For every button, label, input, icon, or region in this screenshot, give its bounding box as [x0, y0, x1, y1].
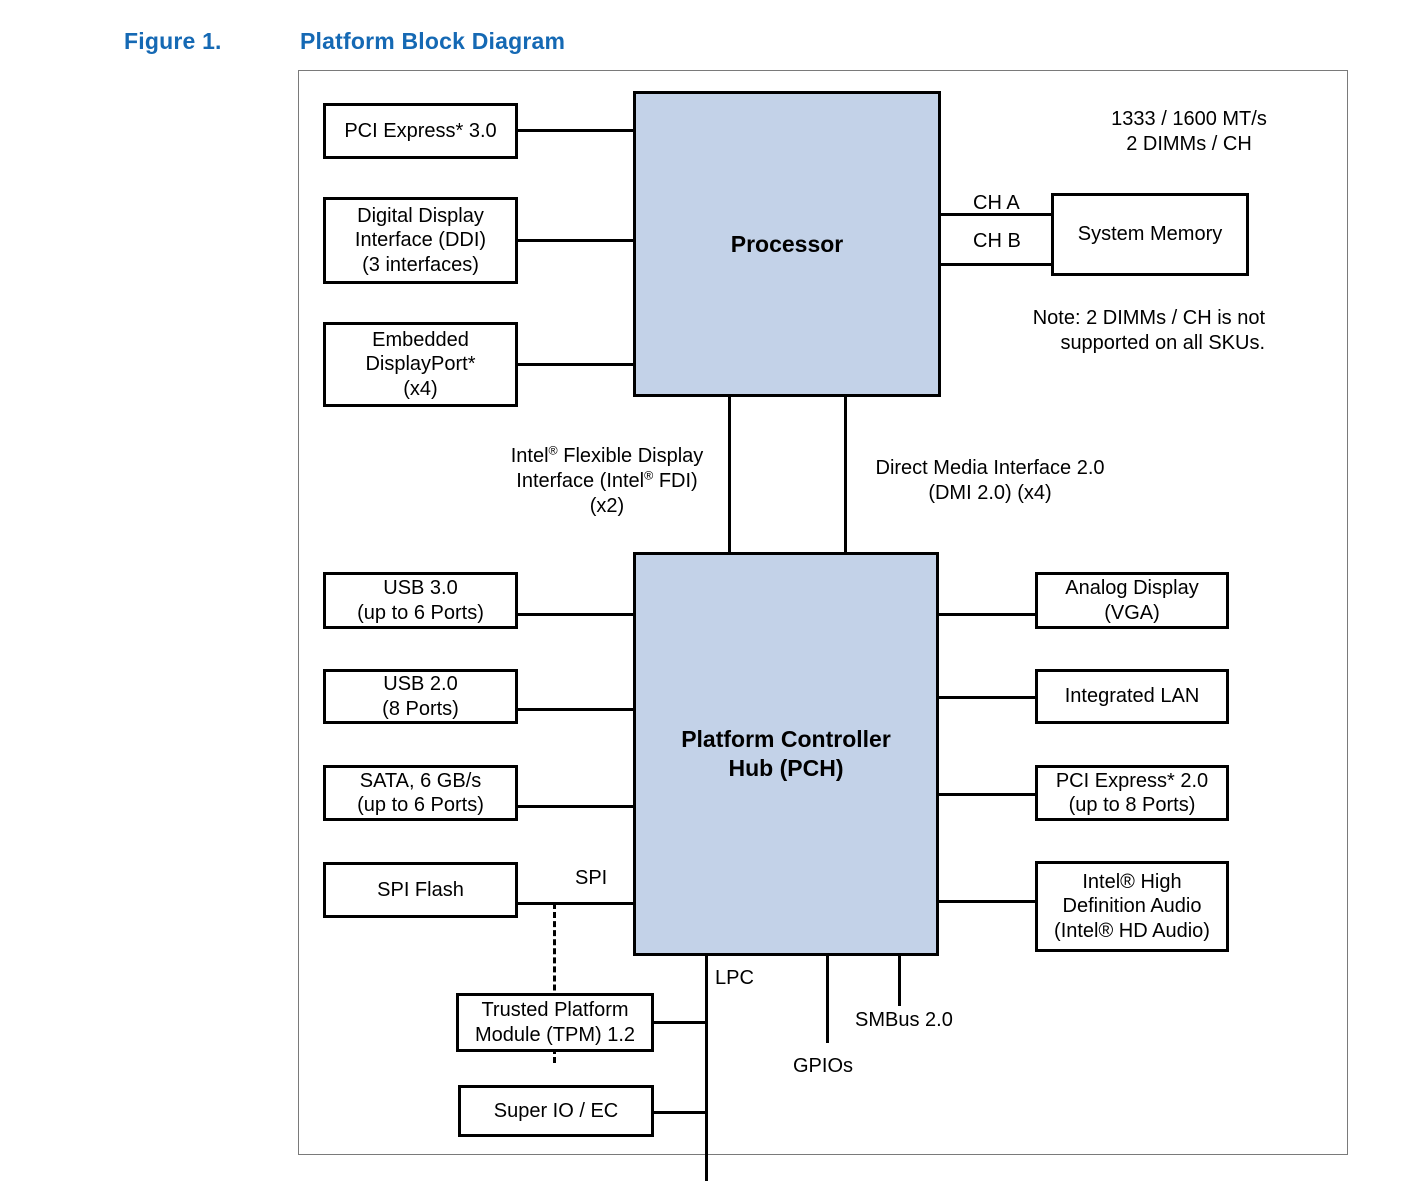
dmi-label-line1: Direct Media Interface 2.0 [875, 457, 1105, 479]
connector-pch-to-vga [939, 613, 1035, 616]
super-io-ec-block[interactable]: Super IO / EC [458, 1085, 654, 1137]
smbus-bus-label: SMBus 2.0 [855, 1009, 953, 1031]
pci-express-30-block[interactable]: PCI Express* 3.0 [323, 103, 518, 159]
connector-superio-to-lpc [654, 1111, 708, 1114]
connector-chb-processor-to-memory [941, 263, 1051, 266]
fdi-label-line3: (x2) [589, 495, 625, 517]
usb30-label-line2: (up to 6 Ports) [357, 601, 484, 624]
pci-express-20-block[interactable]: PCI Express* 2.0 (up to 8 Ports) [1035, 765, 1229, 821]
pcie20-label-line1: PCI Express* 2.0 [1055, 769, 1209, 792]
connector-cha-processor-to-memory [941, 213, 1051, 216]
memory-speed-line2: 2 DIMMs / CH [1126, 133, 1252, 155]
figure-title: Platform Block Diagram [300, 28, 566, 54]
platform-controller-hub-block[interactable]: Platform Controller Hub (PCH) [633, 552, 939, 956]
vga-label-line2: (VGA) [1104, 601, 1160, 624]
system-memory-label: System Memory [1077, 223, 1223, 246]
memory-note-line1: Note: 2 DIMMs / CH is not [1032, 307, 1265, 329]
connector-spi-to-pch [518, 902, 633, 905]
pci-express-30-label: PCI Express* 3.0 [344, 119, 497, 142]
usb30-label-line1: USB 3.0 [383, 577, 458, 600]
usb20-label-line2: (8 Ports) [382, 697, 459, 720]
ddi-label-line1: Digital Display [357, 204, 484, 227]
digital-display-interface-block[interactable]: Digital Display Interface (DDI) (3 inter… [323, 197, 518, 284]
ddi-label-line3: (3 interfaces) [362, 253, 479, 276]
fdi-label-line1: Intel® Flexible Display [510, 443, 704, 467]
connector-pch-to-hdaudio [939, 900, 1035, 903]
tpm-label-line2: Module (TPM) 1.2 [474, 1023, 636, 1046]
connector-usb30-to-pch [518, 613, 633, 616]
hdaudio-label-line2: Definition Audio [1062, 895, 1202, 918]
connector-lpc-vertical [705, 956, 708, 1181]
memory-speed-line1: 1333 / 1600 MT/s [1111, 108, 1267, 130]
connector-pch-to-lan [939, 696, 1035, 699]
tpm-label-line1: Trusted Platform [481, 999, 629, 1022]
hdaudio-label-line1: Intel® High [1082, 870, 1182, 893]
system-memory-block[interactable]: System Memory [1051, 193, 1249, 276]
gpios-bus-label: GPIOs [793, 1055, 854, 1077]
hdaudio-label-line3: (Intel® HD Audio) [1054, 919, 1210, 942]
edp-label-line1: Embedded [372, 328, 469, 351]
memory-dimm-note: Note: 2 DIMMs / CH is not supported on a… [989, 306, 1265, 356]
edp-label-line3: (x4) [403, 377, 438, 400]
processor-block[interactable]: Processor [633, 91, 941, 397]
spi-bus-label: SPI [575, 867, 608, 889]
connector-spi-to-tpm-dashed [553, 903, 556, 1063]
usb-30-block[interactable]: USB 3.0 (up to 6 Ports) [323, 572, 518, 629]
ddi-label-line2: Interface (DDI) [354, 229, 487, 252]
channel-b-label: CH B [973, 230, 1021, 252]
connector-fdi-vertical [728, 397, 731, 552]
pch-label-line1: Platform Controller [681, 726, 891, 753]
fdi-label: Intel® Flexible Display Interface (Intel… [487, 444, 727, 519]
processor-label: Processor [730, 230, 844, 257]
pcie20-label-line2: (up to 8 Ports) [1068, 794, 1196, 816]
sata-label-line2: (up to 6 Ports) [357, 794, 484, 816]
analog-display-vga-block[interactable]: Analog Display (VGA) [1035, 572, 1229, 629]
embedded-displayport-block[interactable]: Embedded DisplayPort* (x4) [323, 322, 518, 407]
dmi-label: Direct Media Interface 2.0 (DMI 2.0) (x4… [852, 456, 1128, 506]
usb20-label-line1: USB 2.0 [383, 673, 458, 696]
intel-hd-audio-block[interactable]: Intel® High Definition Audio (Intel® HD … [1035, 861, 1229, 952]
spi-flash-block[interactable]: SPI Flash [323, 862, 518, 918]
connector-dmi-vertical [844, 397, 847, 552]
super-io-ec-label: Super IO / EC [493, 1099, 619, 1122]
connector-pch-to-pcie20 [939, 793, 1035, 796]
spi-flash-label: SPI Flash [377, 878, 464, 901]
sata-block[interactable]: SATA, 6 GB/s (up to 6 Ports) [323, 765, 518, 821]
edp-label-line2: DisplayPort* [365, 353, 476, 376]
trusted-platform-module-block[interactable]: Trusted Platform Module (TPM) 1.2 [456, 993, 654, 1052]
figure-caption: Figure 1. Platform Block Diagram [124, 28, 565, 55]
integrated-lan-block[interactable]: Integrated LAN [1035, 669, 1229, 724]
connector-smbus-vertical [898, 956, 901, 1006]
connector-sata-to-pch [518, 805, 633, 808]
connector-usb20-to-pch [518, 708, 633, 711]
pch-label-line2: Hub (PCH) [728, 755, 844, 781]
sata-label-line1: SATA, 6 GB/s [359, 769, 482, 792]
connector-gpios-vertical [826, 956, 829, 1043]
integrated-lan-label: Integrated LAN [1064, 685, 1200, 708]
connector-ddi-to-processor [518, 239, 633, 242]
fdi-label-line2: Interface (Intel® FDI) [516, 468, 698, 492]
dmi-label-line2: (DMI 2.0) (x4) [928, 482, 1052, 504]
connector-edp-to-processor [518, 363, 633, 366]
channel-a-label: CH A [973, 192, 1020, 214]
memory-speed-note: 1333 / 1600 MT/s 2 DIMMs / CH [1059, 107, 1319, 157]
diagram-frame: Processor PCI Express* 3.0 Digital Displ… [298, 70, 1348, 1181]
connector-tpm-to-lpc [654, 1021, 708, 1024]
lpc-bus-label: LPC [715, 967, 754, 989]
memory-note-line2: supported on all SKUs. [1060, 332, 1265, 354]
usb-20-block[interactable]: USB 2.0 (8 Ports) [323, 669, 518, 724]
connector-pcie30-to-processor [518, 129, 633, 132]
figure-number: Figure 1. [124, 28, 222, 54]
vga-label-line1: Analog Display [1065, 577, 1199, 600]
